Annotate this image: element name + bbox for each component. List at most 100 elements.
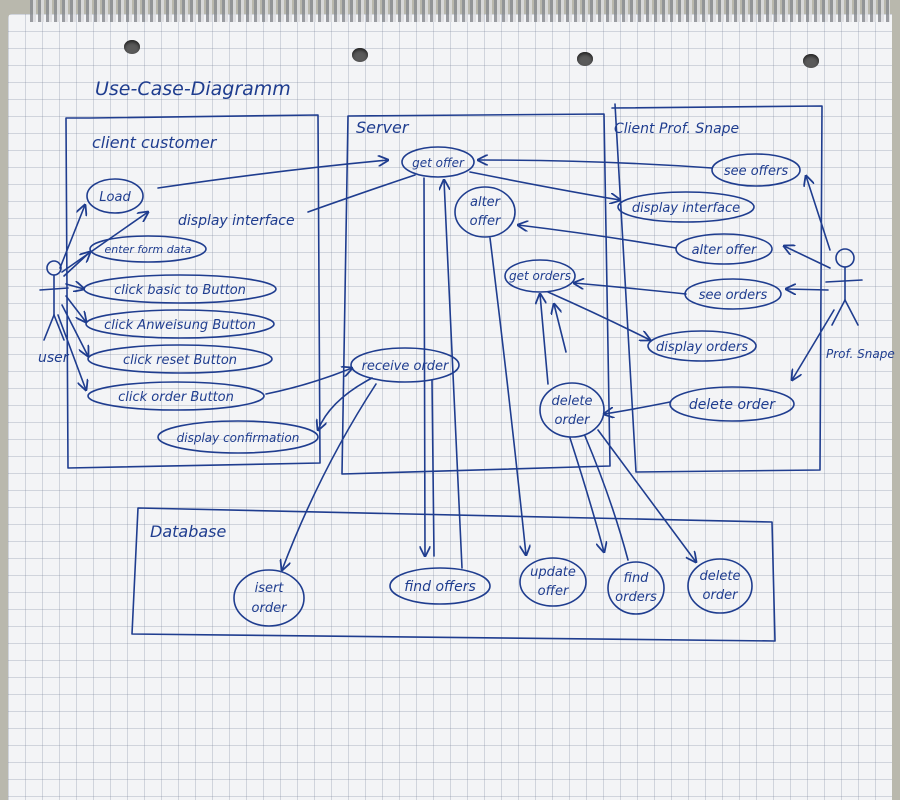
- database-boundary: [131, 507, 776, 642]
- get-orders-use-case: [504, 259, 576, 293]
- arrow: [59, 205, 85, 269]
- insert-order-label-2: order: [252, 601, 289, 616]
- arrow: [784, 246, 831, 269]
- connector: [307, 174, 416, 213]
- client-snape-boundary: [611, 103, 823, 473]
- load-use-case: [86, 178, 144, 214]
- find-offers-label: find offers: [404, 579, 476, 595]
- connector: [584, 435, 629, 561]
- delete-order-server-label-1: delete: [552, 394, 593, 409]
- display-orders-use-case: [647, 330, 757, 362]
- delete-order-db-label-2: order: [703, 588, 740, 603]
- click-order-button-label: click order Button: [118, 390, 234, 405]
- arrow: [61, 304, 88, 356]
- delete-order-db-label-1: delete: [700, 569, 741, 584]
- find-orders-label-2: orders: [615, 590, 657, 605]
- connectors: [57, 160, 835, 570]
- diagram-title: Use-Case-Diagramm: [95, 78, 291, 100]
- arrow: [806, 176, 831, 251]
- arrow: [318, 377, 373, 430]
- get-offer-label: get offer: [412, 156, 465, 170]
- click-basic-button-label: click basic to Button: [114, 283, 246, 298]
- delete-order-db-use-case: [687, 558, 753, 614]
- enter-form-data-label: enter form data: [105, 243, 192, 256]
- connector: [431, 379, 435, 557]
- client-snape-label: Client Prof. Snape: [614, 121, 739, 137]
- arrow: [282, 383, 377, 570]
- arrow: [569, 437, 604, 552]
- snape-actor-label: Prof. Snape: [826, 347, 895, 361]
- user-actor-label: user: [38, 350, 70, 366]
- display-interface-right-label: display interface: [632, 201, 740, 216]
- click-reset-button-use-case: [87, 344, 273, 374]
- arrow: [540, 294, 549, 385]
- arrow: [597, 429, 696, 562]
- alter-offer-server-use-case: [454, 186, 516, 238]
- arrow: [444, 180, 463, 569]
- arrow: [547, 291, 650, 340]
- see-offers-label: see offers: [724, 164, 789, 179]
- alter-offer-server-label-1: alter: [470, 195, 502, 210]
- database-label: Database: [150, 522, 227, 541]
- snape-actor: [825, 248, 863, 326]
- delete-order-client-use-case: [669, 386, 795, 422]
- arrow: [57, 314, 86, 390]
- arrow: [469, 171, 620, 200]
- arrow: [604, 401, 671, 414]
- server-label: Server: [356, 118, 410, 137]
- click-reset-button-label: click reset Button: [123, 353, 237, 368]
- arrow: [424, 177, 425, 556]
- user-actor: [39, 260, 69, 341]
- find-orders-label-1: find: [624, 571, 650, 586]
- load-label: Load: [99, 190, 131, 205]
- arrow: [65, 284, 84, 289]
- punch-hole: [124, 40, 140, 54]
- client-customer-label: client customer: [92, 133, 218, 152]
- display-confirmation-use-case: [157, 420, 319, 454]
- alter-offer-client-label: alter offer: [692, 243, 758, 258]
- arrow: [554, 304, 567, 353]
- click-order-button-use-case: [87, 381, 265, 411]
- display-confirmation-label: display confirmation: [177, 431, 300, 445]
- display-orders-label: display orders: [656, 340, 748, 355]
- display-interface-left-label: display interface: [178, 213, 295, 229]
- enter-form-data-use-case: [89, 235, 207, 263]
- arrow: [518, 225, 677, 249]
- arrow: [157, 160, 388, 189]
- delete-order-server-label-2: order: [555, 413, 592, 428]
- client-customer-boundary: [65, 114, 321, 469]
- alter-offer-client-use-case: [675, 233, 773, 265]
- get-offer-use-case: [401, 146, 475, 178]
- update-offer-label-1: update: [530, 565, 576, 580]
- insert-order-label-1: isert: [255, 581, 285, 596]
- receive-order-label: receive order: [362, 359, 450, 374]
- server-boundary: [341, 113, 611, 475]
- spiral-binding: [30, 0, 890, 22]
- click-anweisung-button-label: click Anweisung Button: [104, 318, 256, 333]
- arrow: [574, 283, 687, 295]
- insert-order-use-case: [233, 569, 305, 627]
- update-offer-label-2: offer: [538, 584, 570, 599]
- display-interface-right-use-case: [617, 191, 755, 223]
- receive-order-use-case: [350, 347, 460, 383]
- delete-order-server-use-case: [539, 382, 605, 438]
- see-offers-use-case: [711, 153, 801, 187]
- arrow: [489, 237, 526, 555]
- find-offers-use-case: [389, 567, 491, 605]
- punch-hole: [803, 54, 819, 68]
- notebook-paper: [8, 14, 892, 800]
- get-orders-label: get orders: [509, 269, 571, 283]
- arrow: [61, 212, 148, 273]
- alter-offer-server-label-2: offer: [470, 214, 502, 229]
- update-offer-use-case: [519, 557, 587, 607]
- punch-hole: [577, 52, 593, 66]
- arrow: [478, 160, 713, 169]
- arrow: [265, 368, 352, 395]
- arrow: [786, 289, 829, 290]
- find-orders-use-case: [607, 561, 665, 615]
- punch-hole: [352, 48, 368, 62]
- arrow: [792, 309, 835, 380]
- delete-order-client-label: delete order: [689, 397, 776, 413]
- arrow: [63, 252, 90, 277]
